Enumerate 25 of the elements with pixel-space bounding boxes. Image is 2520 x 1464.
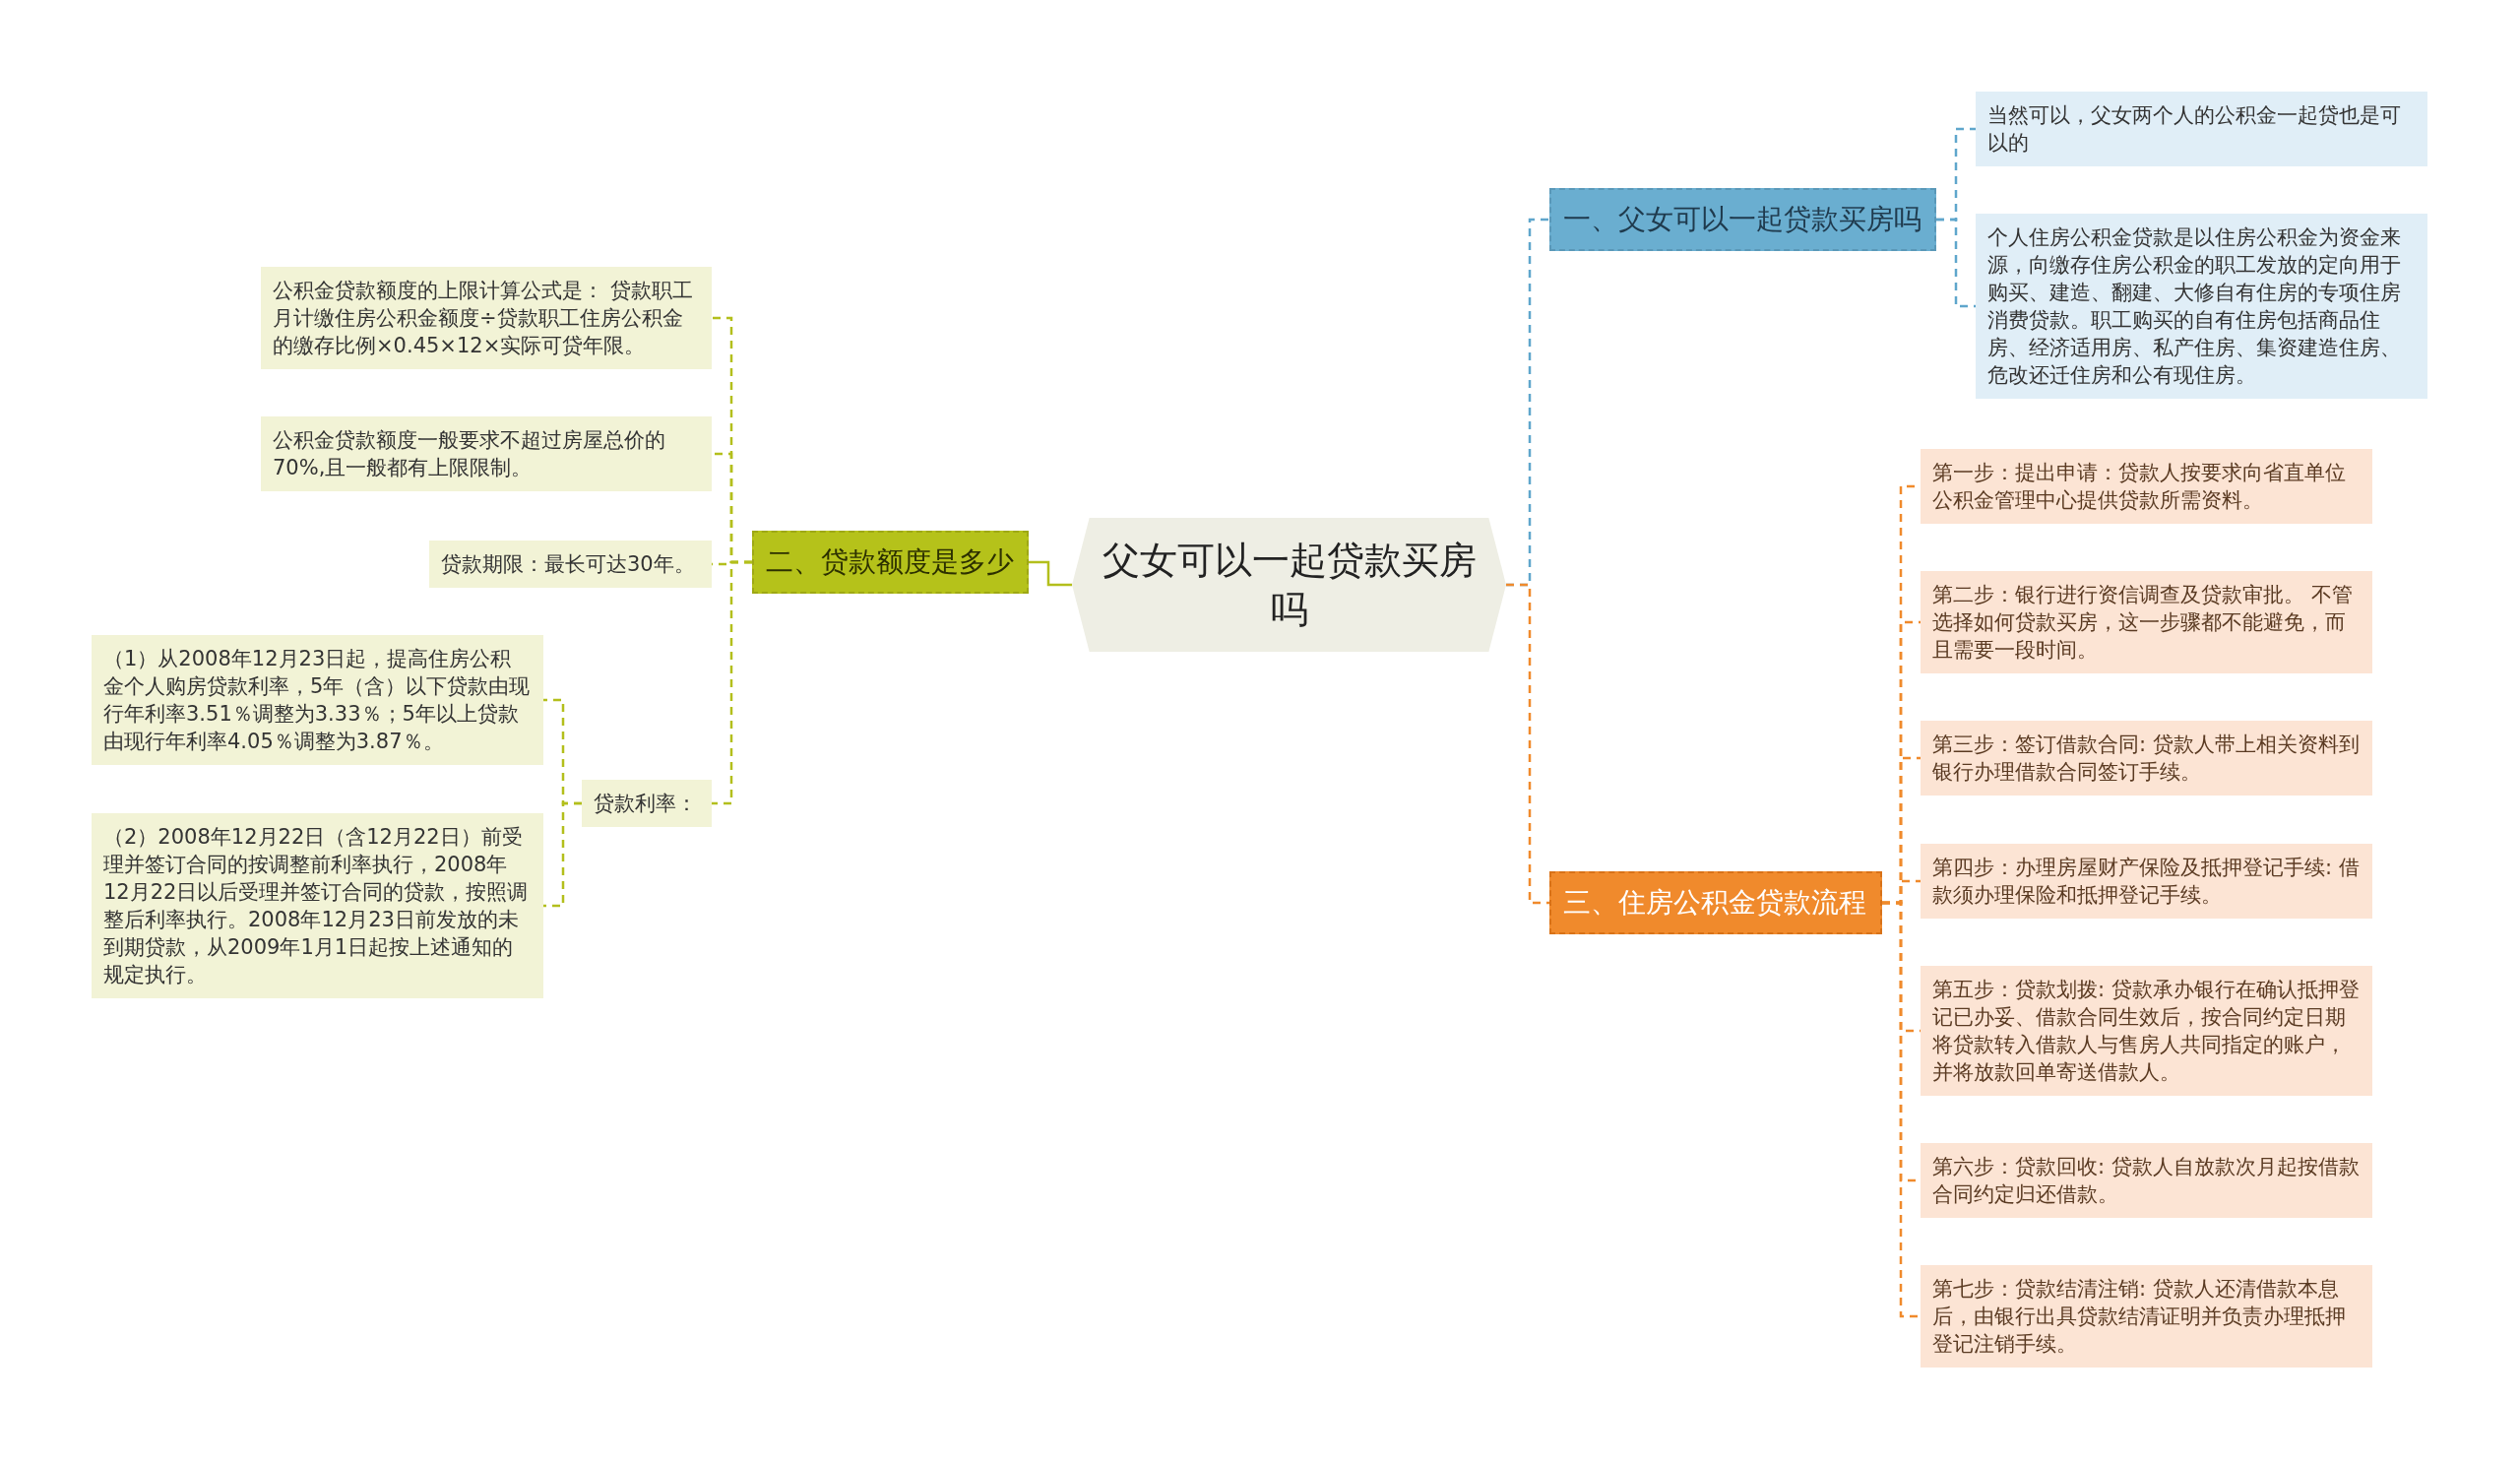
note-box: 个人住房公积金贷款是以住房公积金为资金来源，向缴存住房公积金的职工发放的定向用于购买、建造、翻建、大修自有住房的专项住房消费贷款。职工购买的自有住房包括商品住房、经济适用房、私产住房、集资建造住房、危改还迁住房和公有现住房。: [1976, 214, 2427, 399]
note-box: 贷款利率：: [582, 780, 712, 827]
central-topic: 父女可以一起贷款买房吗: [1072, 518, 1506, 652]
branch-topic: 三、住房公积金贷款流程: [1549, 871, 1882, 934]
step-box: 第六步：贷款回收: 贷款人自放款次月起按借款合同约定归还借款。: [1921, 1143, 2372, 1218]
note-box: 公积金贷款额度的上限计算公式是： 贷款职工月计缴住房公积金额度÷贷款职工住房公积金的缴存比例×0.45×12×实际可贷年限。: [261, 267, 712, 369]
step-box: 第四步：办理房屋财产保险及抵押登记手续: 借款须办理保险和抵押登记手续。: [1921, 844, 2372, 919]
connector-line: [1029, 560, 1072, 587]
step-box: 第二步：银行进行资信调查及贷款审批。 不管选择如何贷款买房，这一步骤都不能避免，而且需要一段时间。: [1921, 571, 2372, 673]
step-box: 第五步：贷款划拨: 贷款承办银行在确认抵押登记已办妥、借款合同生效后，按合同约定日期将贷款转入借款人与售房人共同指定的账户，并将放款回单寄送借款人。: [1921, 966, 2372, 1096]
connector-line: [1936, 218, 1976, 308]
branch-topic: 二、贷款额度是多少: [752, 531, 1029, 594]
branch-topic: 一、父女可以一起贷款买房吗: [1549, 188, 1936, 251]
connector-line: [543, 801, 582, 908]
note-box: 公积金贷款额度一般要求不超过房屋总价的70%,且一般都有上限限制。: [261, 416, 712, 491]
note-box: 贷款期限：最长可达30年。: [429, 541, 712, 588]
step-box: 第一步：提出申请：贷款人按要求向省直单位公积金管理中心提供贷款所需资料。: [1921, 449, 2372, 524]
note-box: （2）2008年12月22日（含12月22日）前受理并签订合同的按调整前利率执行，2008年12月22日以后受理并签订合同的贷款，按照调整后利率执行。2008年12月23日前发放的未到期贷款，从2009年1月1日起按上述通知的规定执行。: [92, 813, 543, 998]
connector-line: [712, 560, 752, 805]
connector-line: [1506, 583, 1549, 905]
note-box: 当然可以，父女两个人的公积金一起贷也是可以的: [1976, 92, 2427, 166]
step-box: 第三步：签订借款合同: 贷款人带上相关资料到银行办理借款合同签订手续。: [1921, 721, 2372, 796]
step-box: 第七步：贷款结清注销: 贷款人还清借款本息后，由银行出具贷款结清证明并负责办理抵押登记注销手续。: [1921, 1265, 2372, 1368]
connector-line: [1882, 901, 1921, 1318]
note-box: （1）从2008年12月23日起，提高住房公积金个人购房贷款利率，5年（含）以下贷款由现行年利率3.51％调整为3.33％；5年以上贷款由现行年利率4.05％调整为3.87％。: [92, 635, 543, 765]
